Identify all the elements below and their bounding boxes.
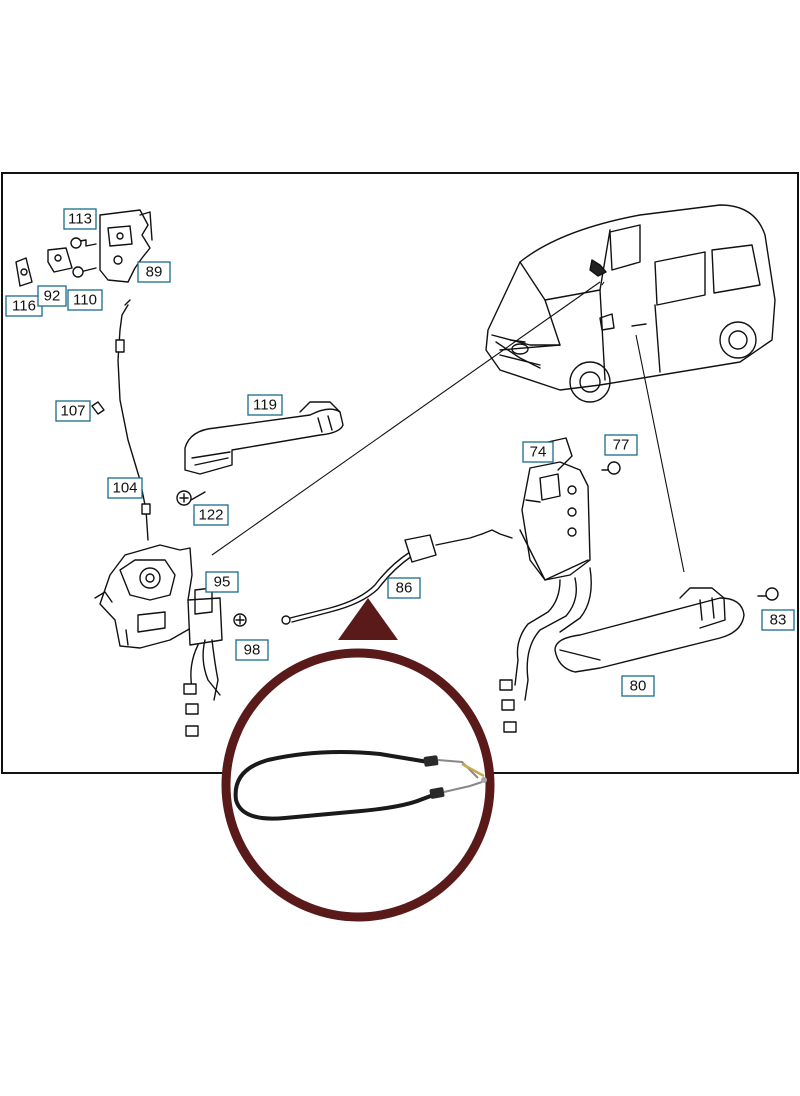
svg-text:83: 83: [770, 612, 787, 629]
cable-photo: [233, 750, 487, 821]
callout-98: 98: [235, 639, 269, 661]
callout-89: 89: [137, 261, 171, 283]
highlight-ring: [221, 648, 495, 922]
van-illustration: [485, 204, 776, 403]
svg-text:110: 110: [73, 292, 97, 309]
callout-113: 113: [63, 208, 97, 230]
svg-text:95: 95: [214, 574, 231, 591]
callout-74: 74: [522, 441, 554, 463]
svg-text:92: 92: [44, 288, 61, 305]
callout-80: 80: [621, 675, 655, 697]
svg-text:107: 107: [60, 403, 85, 420]
highlight-pointer-triangle: [338, 598, 398, 640]
svg-text:74: 74: [530, 444, 547, 461]
svg-text:80: 80: [630, 678, 647, 695]
svg-text:122: 122: [198, 507, 223, 524]
callout-83: 83: [761, 609, 795, 631]
door-lock-mechanism-right: [499, 437, 621, 733]
callout-116: 116: [5, 295, 43, 317]
svg-text:86: 86: [396, 580, 413, 597]
callout-86: 86: [387, 577, 421, 599]
callout-122: 122: [193, 504, 229, 526]
lock-rod: [91, 299, 151, 541]
callout-77: 77: [604, 434, 638, 456]
outer-handle-left: [176, 401, 344, 506]
release-cable: [281, 529, 513, 625]
callout-104: 104: [107, 477, 143, 499]
callout-92: 92: [37, 285, 67, 307]
svg-text:104: 104: [112, 480, 137, 497]
callout-110: 110: [67, 289, 103, 311]
svg-text:119: 119: [253, 397, 277, 414]
leader-lines: [211, 281, 685, 573]
outer-handle-right: [554, 587, 779, 673]
svg-text:116: 116: [12, 298, 36, 315]
callout-95: 95: [205, 571, 239, 593]
door-lock-mechanism-left: [94, 544, 247, 737]
svg-text:98: 98: [244, 642, 261, 659]
callout-119: 119: [247, 394, 283, 416]
callout-107: 107: [55, 400, 91, 422]
svg-text:113: 113: [68, 211, 92, 228]
svg-text:77: 77: [613, 437, 630, 454]
svg-text:89: 89: [146, 264, 163, 281]
hinge-bracket: [15, 209, 153, 287]
